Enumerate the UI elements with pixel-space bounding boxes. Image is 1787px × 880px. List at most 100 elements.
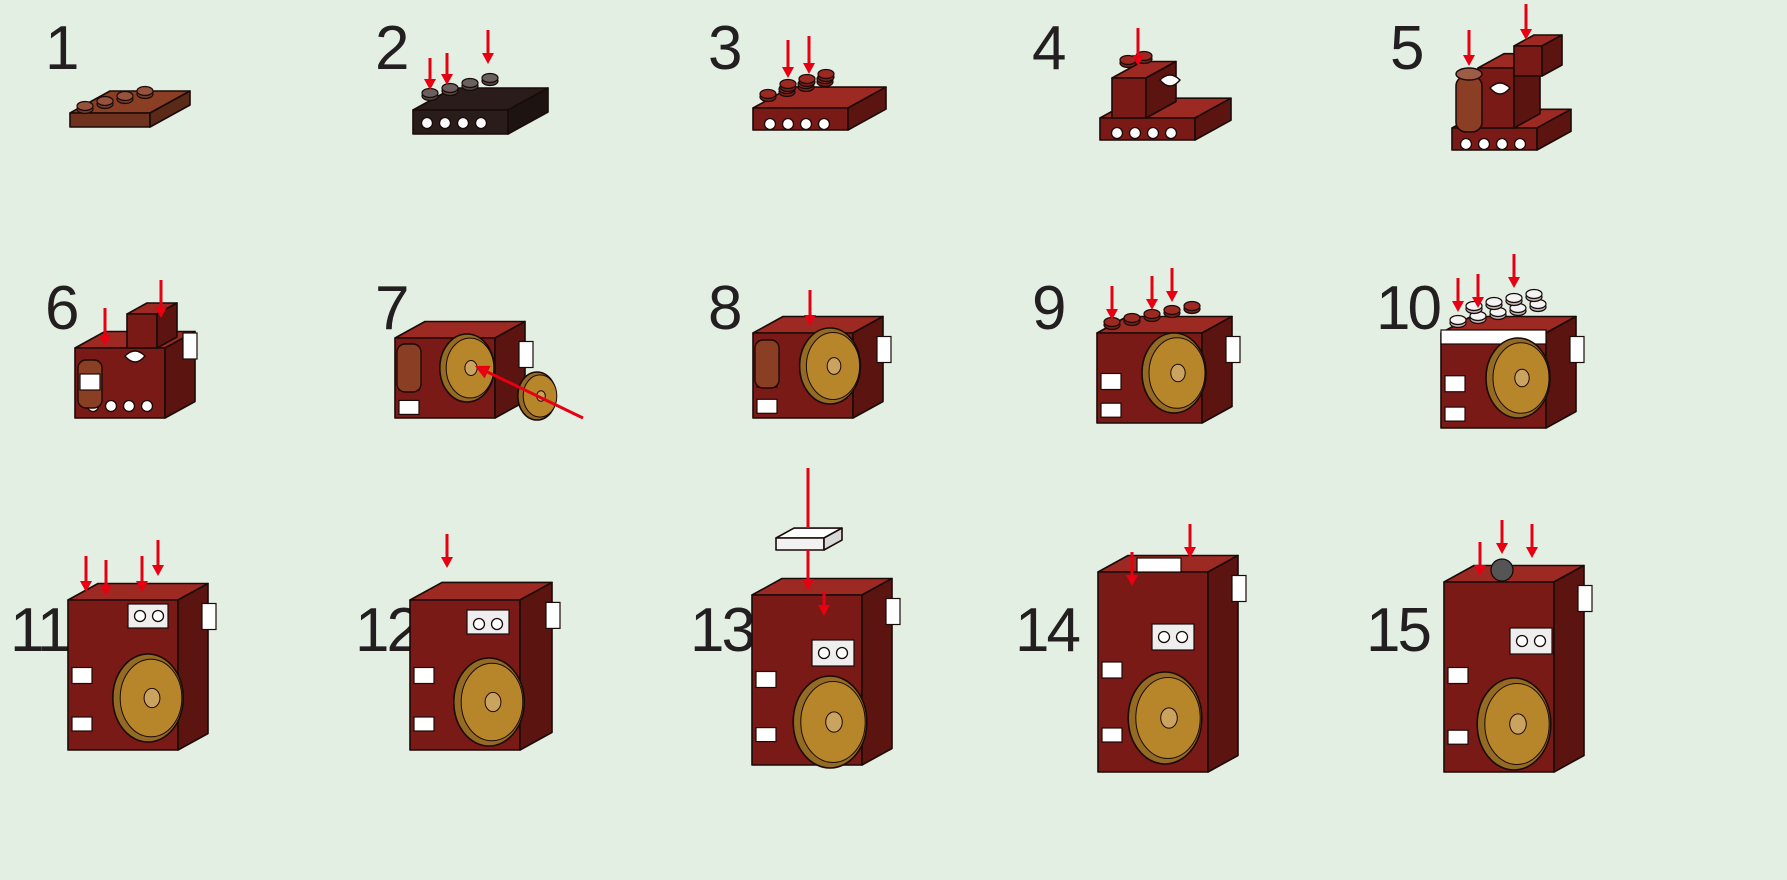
dish-center: [1515, 369, 1529, 387]
stud: [760, 90, 776, 99]
step-15: 15: [1366, 600, 1706, 880]
step-7-model: [375, 278, 715, 558]
arrow-head: [424, 79, 436, 90]
stud: [482, 74, 498, 83]
stud: [117, 92, 133, 101]
arrow-head: [1463, 55, 1475, 66]
wheel-pin: [142, 401, 153, 412]
arrow-head: [441, 557, 453, 568]
wheel-pin: [1479, 139, 1490, 150]
wheel-pin: [422, 118, 433, 129]
stud: [1124, 314, 1140, 323]
dish-center: [1161, 708, 1178, 728]
gold-dish-mounted: [1142, 333, 1206, 413]
wheel-pin: [1112, 128, 1123, 139]
stud: [799, 75, 815, 84]
red-arrow-icon: [441, 53, 453, 85]
step-5: 5: [1390, 18, 1730, 298]
step-12: 12: [355, 600, 695, 880]
gold-dish-mounted: [793, 676, 867, 768]
white-back-tile: [1570, 337, 1584, 363]
step-4-model: [1032, 18, 1372, 298]
round-brick: [1456, 76, 1482, 132]
dish-center: [485, 692, 501, 711]
wheel-pin: [476, 118, 487, 129]
brick-front: [1478, 68, 1514, 128]
step-9-model: [1032, 278, 1372, 558]
gold-dish-mounted: [113, 654, 183, 742]
white-side-tile: [756, 728, 776, 742]
arrow-head: [1452, 301, 1464, 312]
white-back-tile: [546, 602, 560, 628]
wheel-pin: [801, 119, 812, 130]
step-13-model: [690, 600, 1030, 880]
white-back-tile: [519, 342, 533, 368]
white-back-tile: [1578, 586, 1592, 612]
white-side-tile: [1445, 376, 1465, 392]
round-brick: [397, 344, 421, 392]
white-side-tile: [1448, 730, 1468, 744]
wheel-pin: [440, 118, 451, 129]
arrow-head: [803, 63, 815, 74]
white-side-tile: [1102, 728, 1122, 742]
red-arrow-icon: [1520, 4, 1532, 40]
stud: [780, 80, 796, 89]
wheel-pin: [837, 648, 848, 659]
stud: [442, 84, 458, 93]
white-tile: [1137, 558, 1181, 572]
red-arrow-icon: [803, 36, 815, 74]
stud: [97, 97, 113, 106]
stud: [1144, 310, 1160, 319]
dish-center: [827, 358, 841, 375]
round-brick-top: [1456, 68, 1482, 80]
red-arrow-icon: [424, 58, 436, 90]
red-arrow-icon: [1463, 30, 1475, 66]
wheel-pin: [765, 119, 776, 130]
step-10-model: [1376, 278, 1716, 558]
red-arrow-icon: [1452, 278, 1464, 312]
wheel-pin: [1159, 632, 1170, 643]
white-side-tile: [1101, 403, 1121, 417]
brick-front: [127, 314, 157, 348]
white-side-tile: [757, 399, 777, 413]
brick-front: [776, 538, 824, 550]
dish-center: [144, 688, 160, 707]
brick-front: [1514, 46, 1542, 76]
step-1: 1: [45, 18, 385, 298]
red-arrow-icon: [1106, 286, 1118, 320]
red-arrow-icon: [80, 556, 92, 592]
dish-center: [826, 712, 843, 732]
black-gear-piece: [1491, 559, 1513, 581]
red-arrow-icon: [482, 30, 494, 64]
arrow-head: [1508, 277, 1520, 288]
gold-dish-mounted: [454, 658, 524, 746]
dish-center: [1510, 714, 1527, 734]
stud: [1164, 306, 1180, 315]
stud: [462, 79, 478, 88]
gold-dish-mounted: [1477, 678, 1551, 770]
wheel-pin: [1535, 636, 1546, 647]
white-back-tile: [183, 333, 197, 359]
step-14: 14: [1015, 600, 1355, 880]
step-2-model: [375, 18, 715, 298]
step-2: 2: [375, 18, 715, 298]
arrow-head: [1146, 299, 1158, 310]
dish-center: [1171, 364, 1185, 382]
step-7: 7: [375, 278, 715, 558]
stud: [1450, 316, 1466, 325]
white-back-tile: [202, 604, 216, 630]
step-15-model: [1366, 600, 1706, 880]
stud: [1486, 298, 1502, 307]
wheel-pin: [1517, 636, 1528, 647]
white-side-tile: [72, 717, 92, 731]
wheel-pin: [1177, 632, 1188, 643]
wheel-pin: [474, 619, 485, 630]
stud: [137, 87, 153, 96]
step-8: 8: [708, 278, 1048, 558]
round-brick: [755, 340, 779, 388]
arrow-head: [482, 53, 494, 64]
white-back-tile: [1226, 337, 1240, 363]
gold-dish-mounted: [1486, 338, 1550, 418]
wheel-pin: [819, 648, 830, 659]
